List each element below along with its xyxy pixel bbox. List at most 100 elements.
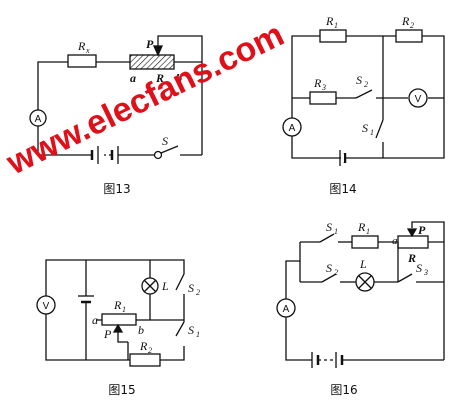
fig14-voltmeter	[408, 88, 428, 108]
fig13-wire-top-left	[37, 61, 68, 110]
fig16-label-s3: S	[416, 261, 422, 275]
fig13-switch-pivot	[153, 150, 163, 160]
fig16-label-s2-sub: 2	[334, 268, 338, 277]
fig15-label-r2: R	[139, 339, 148, 353]
fig14-label-s2: S	[356, 73, 362, 87]
fig13-label-a: a	[130, 71, 136, 85]
fig15-wire-bottom	[45, 314, 185, 361]
fig16-label-s2: S	[326, 261, 332, 275]
fig16-label-r1-sub: 1	[366, 227, 370, 236]
fig14-label-r1: R	[325, 14, 334, 28]
fig14-label-r3: R	[313, 76, 322, 90]
fig13-label-b: b	[176, 71, 182, 85]
fig13-switch-blade	[160, 145, 179, 154]
fig13-label-s: S	[162, 134, 168, 148]
fig15-slider-arrow	[112, 323, 124, 333]
figure-15	[36, 259, 185, 367]
fig16-wire-left-bus	[285, 242, 301, 300]
fig14-wire-top-left	[291, 35, 320, 118]
fig14-resistor-r2	[395, 29, 423, 43]
fig15-switch-s1-blade	[175, 321, 185, 337]
fig15-label-s1-sub: 1	[196, 330, 200, 339]
figure-16	[276, 221, 445, 368]
fig15-wire-top	[45, 259, 185, 296]
fig16-switch-s2-blade	[321, 273, 337, 283]
fig15-caption: 图15	[108, 383, 135, 397]
fig13-slider-arrow	[152, 45, 164, 57]
fig13-ammeter-label: A	[35, 114, 42, 125]
fig16-wire-right	[428, 241, 445, 360]
fig14-resistor-r3	[309, 91, 337, 105]
fig15-switch-s2-blade	[175, 273, 185, 291]
fig15-label-r1: R	[113, 298, 122, 312]
fig16-label-s1: S	[326, 220, 332, 234]
fig16-label-a: a	[392, 235, 398, 247]
fig16-label-r1: R	[357, 220, 366, 234]
fig13-label-rx-sub: x	[85, 46, 90, 55]
fig13-slider-wire	[157, 35, 203, 62]
fig16-slider-arrow	[406, 228, 418, 238]
figure-13	[29, 35, 203, 164]
fig14-switch-s2-blade	[355, 89, 373, 99]
fig14-voltmeter-label: V	[415, 94, 422, 105]
fig16-lamp-cross-2	[358, 275, 372, 289]
fig15-label-s2: S	[188, 281, 194, 295]
watermark-text: www.elecfans.com	[0, 15, 290, 182]
fig14-resistor-r1	[319, 29, 347, 43]
fig14-label-r1-sub: 1	[334, 21, 338, 30]
figure-14	[282, 29, 445, 166]
fig13-label-p: P	[146, 37, 154, 51]
fig16-label-s3-sub: 3	[423, 268, 428, 277]
fig14-switch-s1-blade	[375, 119, 384, 139]
fig16-label-s1-sub: 1	[334, 227, 338, 236]
fig15-resistor-r2	[129, 353, 161, 367]
fig14-label-r2-sub: 2	[410, 21, 414, 30]
figure-15-labels: V L S 2 R 1 a b P S 1 R 2 图15	[43, 279, 200, 397]
fig15-lamp-cross-2	[143, 279, 157, 293]
fig15-label-b: b	[138, 323, 144, 337]
figure-14-labels: A V R 1 R 2 R 3 S 2 S 1 图14	[289, 14, 422, 196]
fig16-slider-wire	[411, 221, 445, 242]
fig13-resistor-rx	[67, 54, 97, 68]
fig14-ammeter-label: A	[289, 123, 296, 134]
fig15-voltmeter	[36, 295, 56, 315]
fig13-wire-bottom-left	[37, 126, 92, 156]
fig15-rheostat-r1	[101, 313, 137, 326]
fig15-label-p: P	[103, 327, 112, 341]
fig16-ammeter-label: A	[283, 304, 290, 315]
fig14-battery-gap	[341, 154, 344, 162]
fig16-label-r: R	[407, 251, 416, 265]
fig15-label-s1: S	[188, 323, 194, 337]
fig13-label-rx: R	[77, 39, 86, 53]
fig14-label-r2: R	[401, 14, 410, 28]
fig13-ammeter	[29, 109, 47, 127]
fig16-label-p: P	[418, 223, 426, 237]
fig15-voltmeter-label: V	[43, 301, 50, 312]
fig15-label-r1-sub: 1	[122, 305, 126, 314]
fig14-label-r3-sub: 3	[321, 83, 326, 92]
fig16-label-l: L	[359, 257, 367, 271]
fig15-label-s2-sub: 2	[196, 288, 200, 297]
fig14-wire-outer	[291, 35, 445, 159]
fig16-rheostat-r	[397, 235, 429, 249]
fig14-label-s1-sub: 1	[370, 128, 374, 137]
fig15-slider-wire	[117, 332, 128, 343]
fig14-caption: 图14	[329, 182, 356, 196]
fig15-label-r2-sub: 2	[148, 346, 152, 355]
fig16-switch-s1-blade	[319, 233, 335, 243]
fig16-ammeter	[276, 298, 296, 318]
fig14-label-s1: S	[362, 121, 368, 135]
fig16-caption: 图16	[330, 383, 357, 397]
fig14-ammeter	[282, 117, 302, 137]
fig13-label-r: R	[155, 71, 164, 85]
fig16-switch-s3-blade	[397, 273, 413, 283]
figure-16-labels: A S 1 R 1 a P R S 2 L S 3 图16	[283, 220, 428, 397]
fig16-resistor-r1	[351, 235, 379, 249]
fig14-label-s2-sub: 2	[364, 80, 368, 89]
figure-13-labels: A R x P a R b S 图13	[35, 37, 182, 196]
fig15-label-a: a	[92, 313, 98, 327]
fig16-wire-bottom-left	[285, 316, 312, 361]
fig13-caption: 图13	[103, 182, 130, 196]
fig15-label-l: L	[161, 279, 169, 293]
